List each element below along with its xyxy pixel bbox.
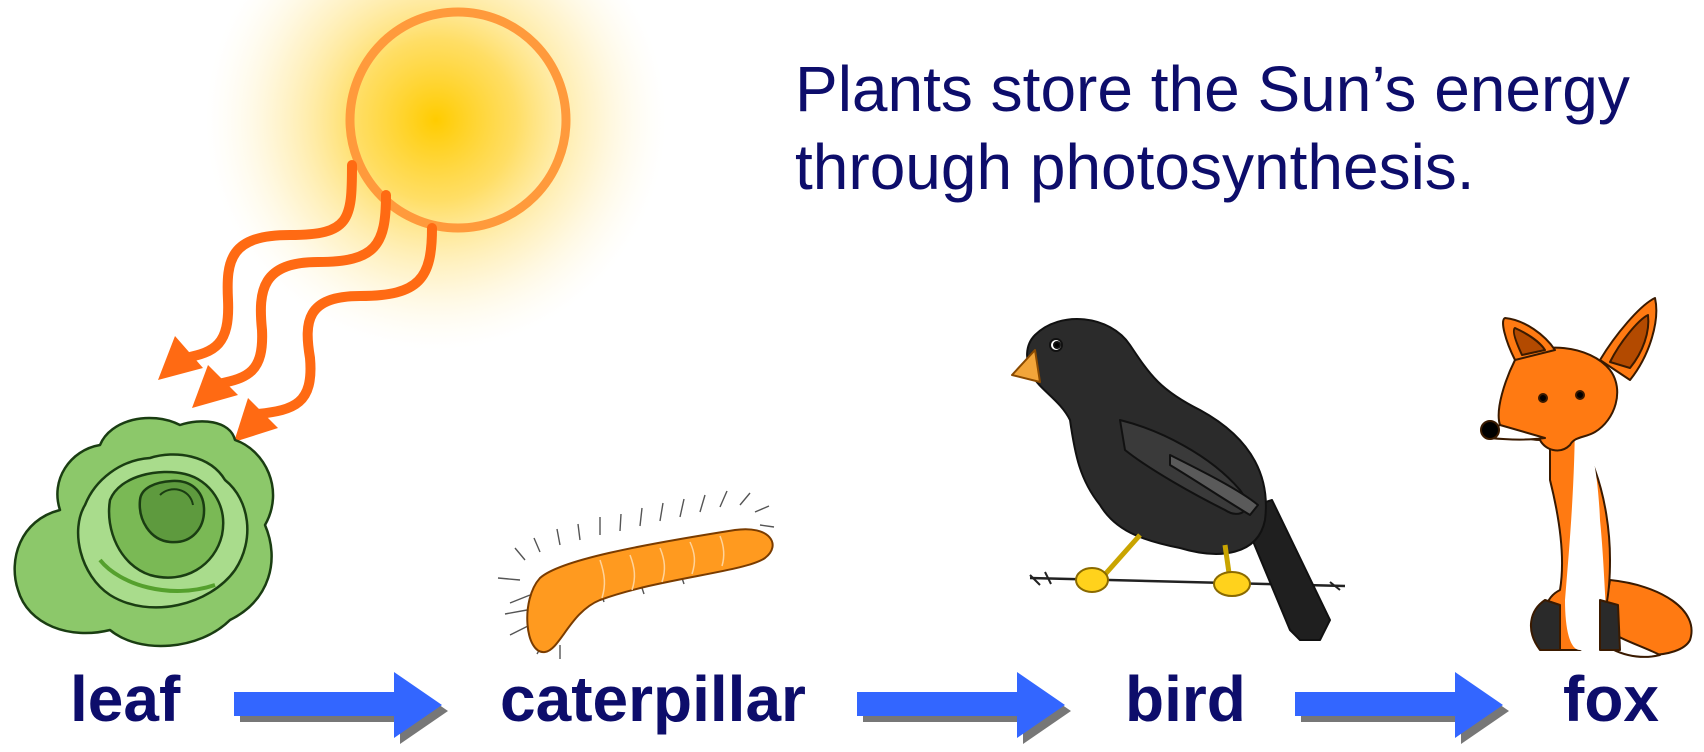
caption-line-2: through photosynthesis.: [795, 128, 1695, 206]
label-fox: fox: [1563, 662, 1659, 752]
arrow-bird-to-fox: [1295, 672, 1509, 744]
lettuce-leaf-icon: [15, 418, 273, 646]
caption-line-1: Plants store the Sun’s energy: [795, 50, 1695, 128]
arrow-leaf-to-caterpillar: [234, 672, 448, 744]
blackbird-icon: [1012, 319, 1345, 640]
fox-icon: [1481, 298, 1692, 657]
sun-icon: [206, 0, 666, 350]
label-caterpillar: caterpillar: [500, 662, 806, 752]
photosynthesis-caption: Plants store the Sun’s energy through ph…: [795, 50, 1695, 206]
label-leaf: leaf: [70, 662, 180, 752]
label-bird: bird: [1125, 662, 1246, 752]
caterpillar-icon: [498, 491, 774, 659]
arrow-caterpillar-to-bird: [857, 672, 1071, 744]
